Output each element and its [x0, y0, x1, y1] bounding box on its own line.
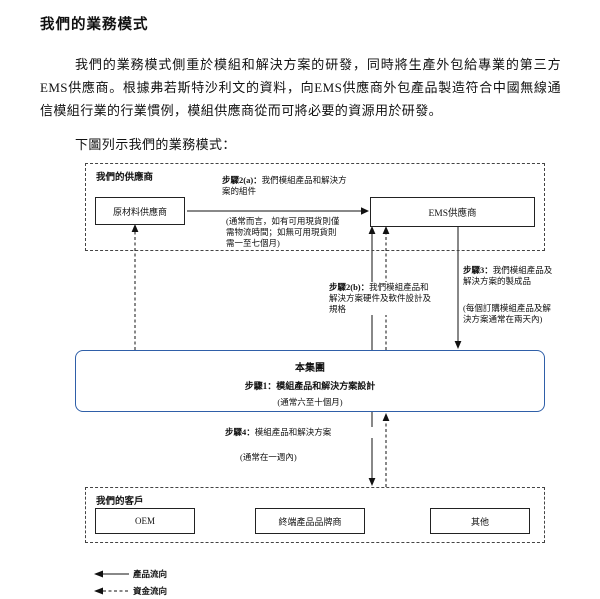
step-3-note: (每個訂購模組產品及解決方案通常在兩天內) — [463, 303, 559, 325]
page-title: 我們的業務模式 — [40, 17, 149, 33]
step-1-description: 模組產品和解決方案設計 — [276, 381, 376, 391]
step-4-text: 步驟4：模組產品和解決方案 — [225, 427, 375, 438]
step-4-label: 步驟4： — [225, 427, 255, 437]
suppliers-region-label: 我們的供應商 — [96, 173, 154, 183]
step-2a-description: 我們模組產品和解決方案的組件 — [222, 175, 347, 196]
step-1-text: 步驟1：模組產品和解決方案設計 — [76, 379, 544, 392]
customer-other-box: 其他 — [430, 508, 530, 534]
arrow-customers-to-group-capital-flow — [382, 413, 390, 487]
step-2a-note: (通常而言，如有可用現貨則僅需物流時間；如無可用現貨則需一至七個月) — [226, 216, 344, 249]
customer-brand-label: 終端產品品牌商 — [278, 516, 342, 527]
arrow-raw-to-ems-product-flow — [187, 207, 369, 215]
step-3-description: 我們模組產品及解決方案的製成品 — [463, 265, 553, 286]
customer-other-label: 其他 — [470, 516, 489, 527]
legend-capital-flow-label: 資金流向 — [133, 586, 168, 596]
step-4-description: 模組產品和解決方案 — [254, 427, 332, 437]
step-2b-text: 步驟2(b)：我們模組產品和解決方案硬件及軟件設計及規格 — [329, 282, 436, 315]
suppliers-region: 我們的供應商 — [85, 163, 545, 251]
legend-capital-flow-arrow-icon — [94, 587, 129, 595]
customer-oem-box: OEM — [95, 508, 195, 534]
step-1-note: (通常六至十個月) — [277, 397, 343, 407]
diagram-intro-text: 下圖列示我們的業務模式： — [75, 137, 236, 152]
body-paragraph: 我們的業務模式側重於模組和解決方案的研發，同時將生產外包給專業的第三方EMS供應… — [40, 57, 561, 118]
step-3-text: 步驟3：我們模組產品及解決方案的製成品 — [463, 265, 555, 287]
customer-brand-box: 終端產品品牌商 — [255, 508, 365, 534]
ems-supplier-label: EMS供應商 — [428, 209, 477, 219]
step-2b-description: 我們模組產品和解決方案硬件及軟件設計及規格 — [329, 282, 432, 314]
step-2b-label: 步驟2(b)： — [329, 282, 370, 292]
group-box: 本集團 步驟1：模組產品和解決方案設計 (通常六至十個月) — [75, 350, 545, 412]
arrow-group-to-ems-capital-flow — [382, 226, 390, 350]
legend-product-flow-label: 產品流向 — [133, 569, 168, 579]
group-label: 本集團 — [295, 363, 325, 374]
step-2a-text: 步驟2(a)：我們模組產品和解決方案的組件 — [222, 175, 348, 197]
customers-region-label: 我們的客戶 — [96, 497, 144, 507]
customers-region: 我們的客戶 — [85, 487, 545, 543]
customer-oem-label: OEM — [135, 516, 155, 526]
legend-product-flow-arrow-icon — [94, 570, 129, 578]
raw-materials-supplier-label: 原材料供應商 — [112, 206, 167, 217]
raw-materials-supplier-box: 原材料供應商 — [95, 197, 185, 225]
arrow-ems-to-group-product-flow — [454, 227, 462, 349]
arrow-group-to-customers-product-flow — [368, 412, 376, 486]
ems-supplier-box: EMS供應商 — [370, 197, 535, 227]
step-2a-label: 步驟2(a)： — [222, 175, 262, 185]
step-4-note: (通常在一週內) — [240, 452, 297, 463]
step-3-label: 步驟3： — [463, 265, 493, 275]
step-1-label: 步驟1： — [244, 381, 277, 391]
